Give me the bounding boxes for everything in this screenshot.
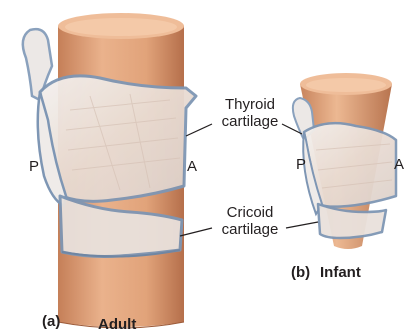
thyroid-label-line2: cartilage	[212, 113, 288, 130]
thyroid-cartilage-label: Thyroid cartilage	[212, 96, 288, 130]
cricoid-leader-infant	[286, 222, 318, 228]
thyroid-leader-adult	[186, 124, 212, 136]
cricoid-label-line1: Cricoid	[212, 204, 288, 221]
cricoid-cartilage-label: Cricoid cartilage	[212, 204, 288, 238]
adult-panel-letter: (a)	[42, 313, 60, 330]
cricoid-label-line2: cartilage	[212, 221, 288, 238]
adult-anterior-label: A	[187, 158, 197, 175]
thyroid-label-line1: Thyroid	[212, 96, 288, 113]
infant-caption: Infant	[320, 264, 361, 281]
cricoid-leader-adult	[180, 228, 212, 236]
infant-larynx	[293, 73, 396, 249]
infant-panel-letter: (b)	[291, 264, 310, 281]
infant-anterior-label: A	[394, 156, 404, 173]
adult-caption: Adult	[98, 316, 136, 333]
adult-posterior-label: P	[29, 158, 39, 175]
infant-posterior-label: P	[296, 156, 306, 173]
adult-larynx	[23, 13, 196, 328]
